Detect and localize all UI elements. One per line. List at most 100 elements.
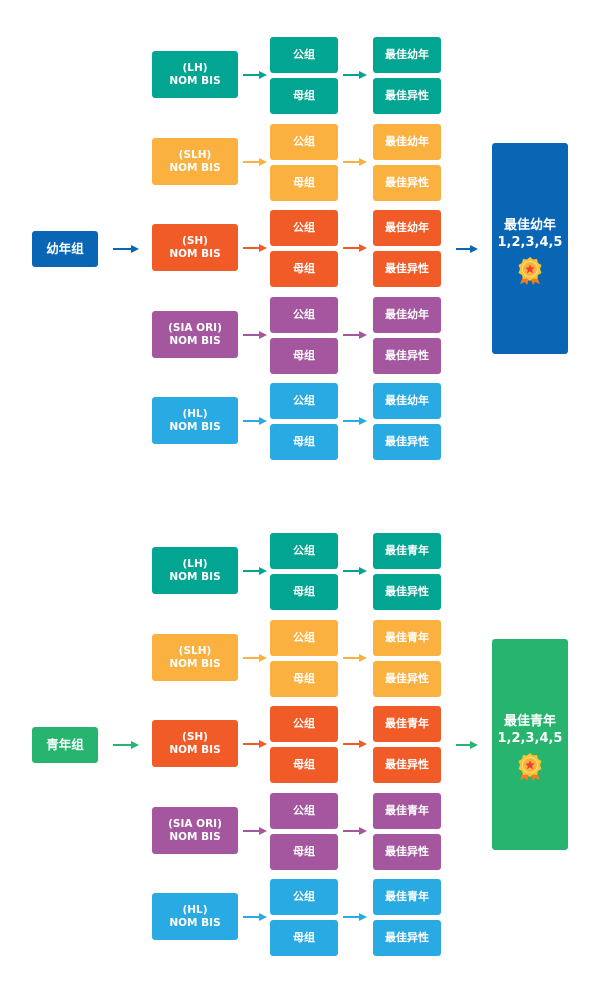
row-arrow-to-sex-groups [243,913,267,921]
best-opposite-box[interactable]: 最佳异性 [373,424,441,460]
root-arrow-head [131,741,139,749]
female-group-box[interactable]: 母组 [270,920,338,956]
row-arrow-to-sex-groups [243,71,267,79]
male-group-label: 公组 [293,804,315,817]
best-young-box[interactable]: 最佳幼年 [373,297,441,333]
female-group-box[interactable]: 母组 [270,251,338,287]
breed-group-code: (HL) [182,903,208,916]
best-young-label: 最佳幼年 [385,394,429,407]
best-young-box[interactable]: 最佳青年 [373,879,441,915]
row-arrow-to-best-head [359,244,367,252]
male-group-box[interactable]: 公组 [270,879,338,915]
row-arrow-to-sex-groups-head [259,244,267,252]
breed-group-box[interactable]: (HL)NOM BIS [152,397,238,444]
breed-group-nom: NOM BIS [169,657,221,670]
male-group-box[interactable]: 公组 [270,297,338,333]
result-arrow-shaft [456,744,472,746]
female-group-box[interactable]: 母组 [270,574,338,610]
breed-group-box[interactable]: (LH)NOM BIS [152,51,238,98]
best-young-box[interactable]: 最佳青年 [373,706,441,742]
breed-group-nom: NOM BIS [169,334,221,347]
best-result-title: 最佳幼年 [503,218,556,233]
breed-group-nom: NOM BIS [169,161,221,174]
root-group-box[interactable]: 幼年组 [32,231,98,267]
best-opposite-box[interactable]: 最佳异性 [373,251,441,287]
best-opposite-box[interactable]: 最佳异性 [373,574,441,610]
male-group-box[interactable]: 公组 [270,37,338,73]
row-arrow-to-best-shaft [343,570,361,572]
row-arrow-to-sex-groups-head [259,417,267,425]
best-young-box[interactable]: 最佳幼年 [373,210,441,246]
breed-group-box[interactable]: (SLH)NOM BIS [152,634,238,681]
row-arrow-to-best-shaft [343,420,361,422]
breed-group-box[interactable]: (SIA ORI)NOM BIS [152,311,238,358]
breed-group-box[interactable]: (LH)NOM BIS [152,547,238,594]
male-group-box[interactable]: 公组 [270,620,338,656]
breed-group-box[interactable]: (SH)NOM BIS [152,224,238,271]
result-arrow-head [470,741,478,749]
best-opposite-label: 最佳异性 [385,435,429,448]
row-arrow-to-sex-groups-shaft [243,743,261,745]
best-opposite-box[interactable]: 最佳异性 [373,747,441,783]
breed-group-box[interactable]: (SIA ORI)NOM BIS [152,807,238,854]
best-young-box[interactable]: 最佳幼年 [373,124,441,160]
male-group-box[interactable]: 公组 [270,706,338,742]
root-group-box[interactable]: 青年组 [32,727,98,763]
female-group-box[interactable]: 母组 [270,165,338,201]
male-group-box[interactable]: 公组 [270,383,338,419]
best-opposite-box[interactable]: 最佳异性 [373,338,441,374]
female-group-box[interactable]: 母组 [270,834,338,870]
best-opposite-box[interactable]: 最佳异性 [373,661,441,697]
female-group-box[interactable]: 母组 [270,338,338,374]
best-opposite-box[interactable]: 最佳异性 [373,920,441,956]
best-young-label: 最佳青年 [385,717,429,730]
female-group-label: 母组 [293,349,315,362]
breed-group-box[interactable]: (HL)NOM BIS [152,893,238,940]
breed-group-code: (SIA ORI) [168,321,222,334]
best-young-label: 最佳青年 [385,544,429,557]
row-arrow-to-sex-groups-shaft [243,570,261,572]
breed-group-box[interactable]: (SLH)NOM BIS [152,138,238,185]
male-group-label: 公组 [293,544,315,557]
result-arrow [456,245,478,253]
best-young-box[interactable]: 最佳幼年 [373,37,441,73]
female-group-box[interactable]: 母组 [270,424,338,460]
row-arrow-to-best-head [359,158,367,166]
breed-group-code: (SH) [182,730,208,743]
row-arrow-to-sex-groups [243,331,267,339]
best-opposite-box[interactable]: 最佳异性 [373,165,441,201]
male-group-box[interactable]: 公组 [270,793,338,829]
result-arrow-shaft [456,248,472,250]
row-arrow-to-best-shaft [343,74,361,76]
row-arrow-to-sex-groups-head [259,827,267,835]
male-group-box[interactable]: 公组 [270,124,338,160]
best-opposite-label: 最佳异性 [385,262,429,275]
best-result-box[interactable]: 最佳幼年 1,2,3,4,5 [492,143,568,354]
row-arrow-to-best-shaft [343,334,361,336]
breed-group-nom: NOM BIS [169,247,221,260]
best-young-box[interactable]: 最佳青年 [373,533,441,569]
breed-group-nom: NOM BIS [169,74,221,87]
female-group-box[interactable]: 母组 [270,661,338,697]
best-result-numbers: 1,2,3,4,5 [497,235,563,250]
best-opposite-box[interactable]: 最佳异性 [373,78,441,114]
male-group-box[interactable]: 公组 [270,533,338,569]
best-young-box[interactable]: 最佳幼年 [373,383,441,419]
best-young-box[interactable]: 最佳青年 [373,793,441,829]
breed-group-box[interactable]: (SH)NOM BIS [152,720,238,767]
row-arrow-to-best-head [359,71,367,79]
best-opposite-box[interactable]: 最佳异性 [373,834,441,870]
row-arrow-to-sex-groups-shaft [243,657,261,659]
row-arrow-to-sex-groups [243,740,267,748]
row-arrow-to-best-head [359,740,367,748]
female-group-label: 母组 [293,176,315,189]
root-group-label: 青年组 [46,737,84,752]
male-group-box[interactable]: 公组 [270,210,338,246]
female-group-box[interactable]: 母组 [270,747,338,783]
best-young-box[interactable]: 最佳青年 [373,620,441,656]
female-group-box[interactable]: 母组 [270,78,338,114]
female-group-label: 母组 [293,435,315,448]
female-group-label: 母组 [293,585,315,598]
row-arrow-to-best [343,71,367,79]
